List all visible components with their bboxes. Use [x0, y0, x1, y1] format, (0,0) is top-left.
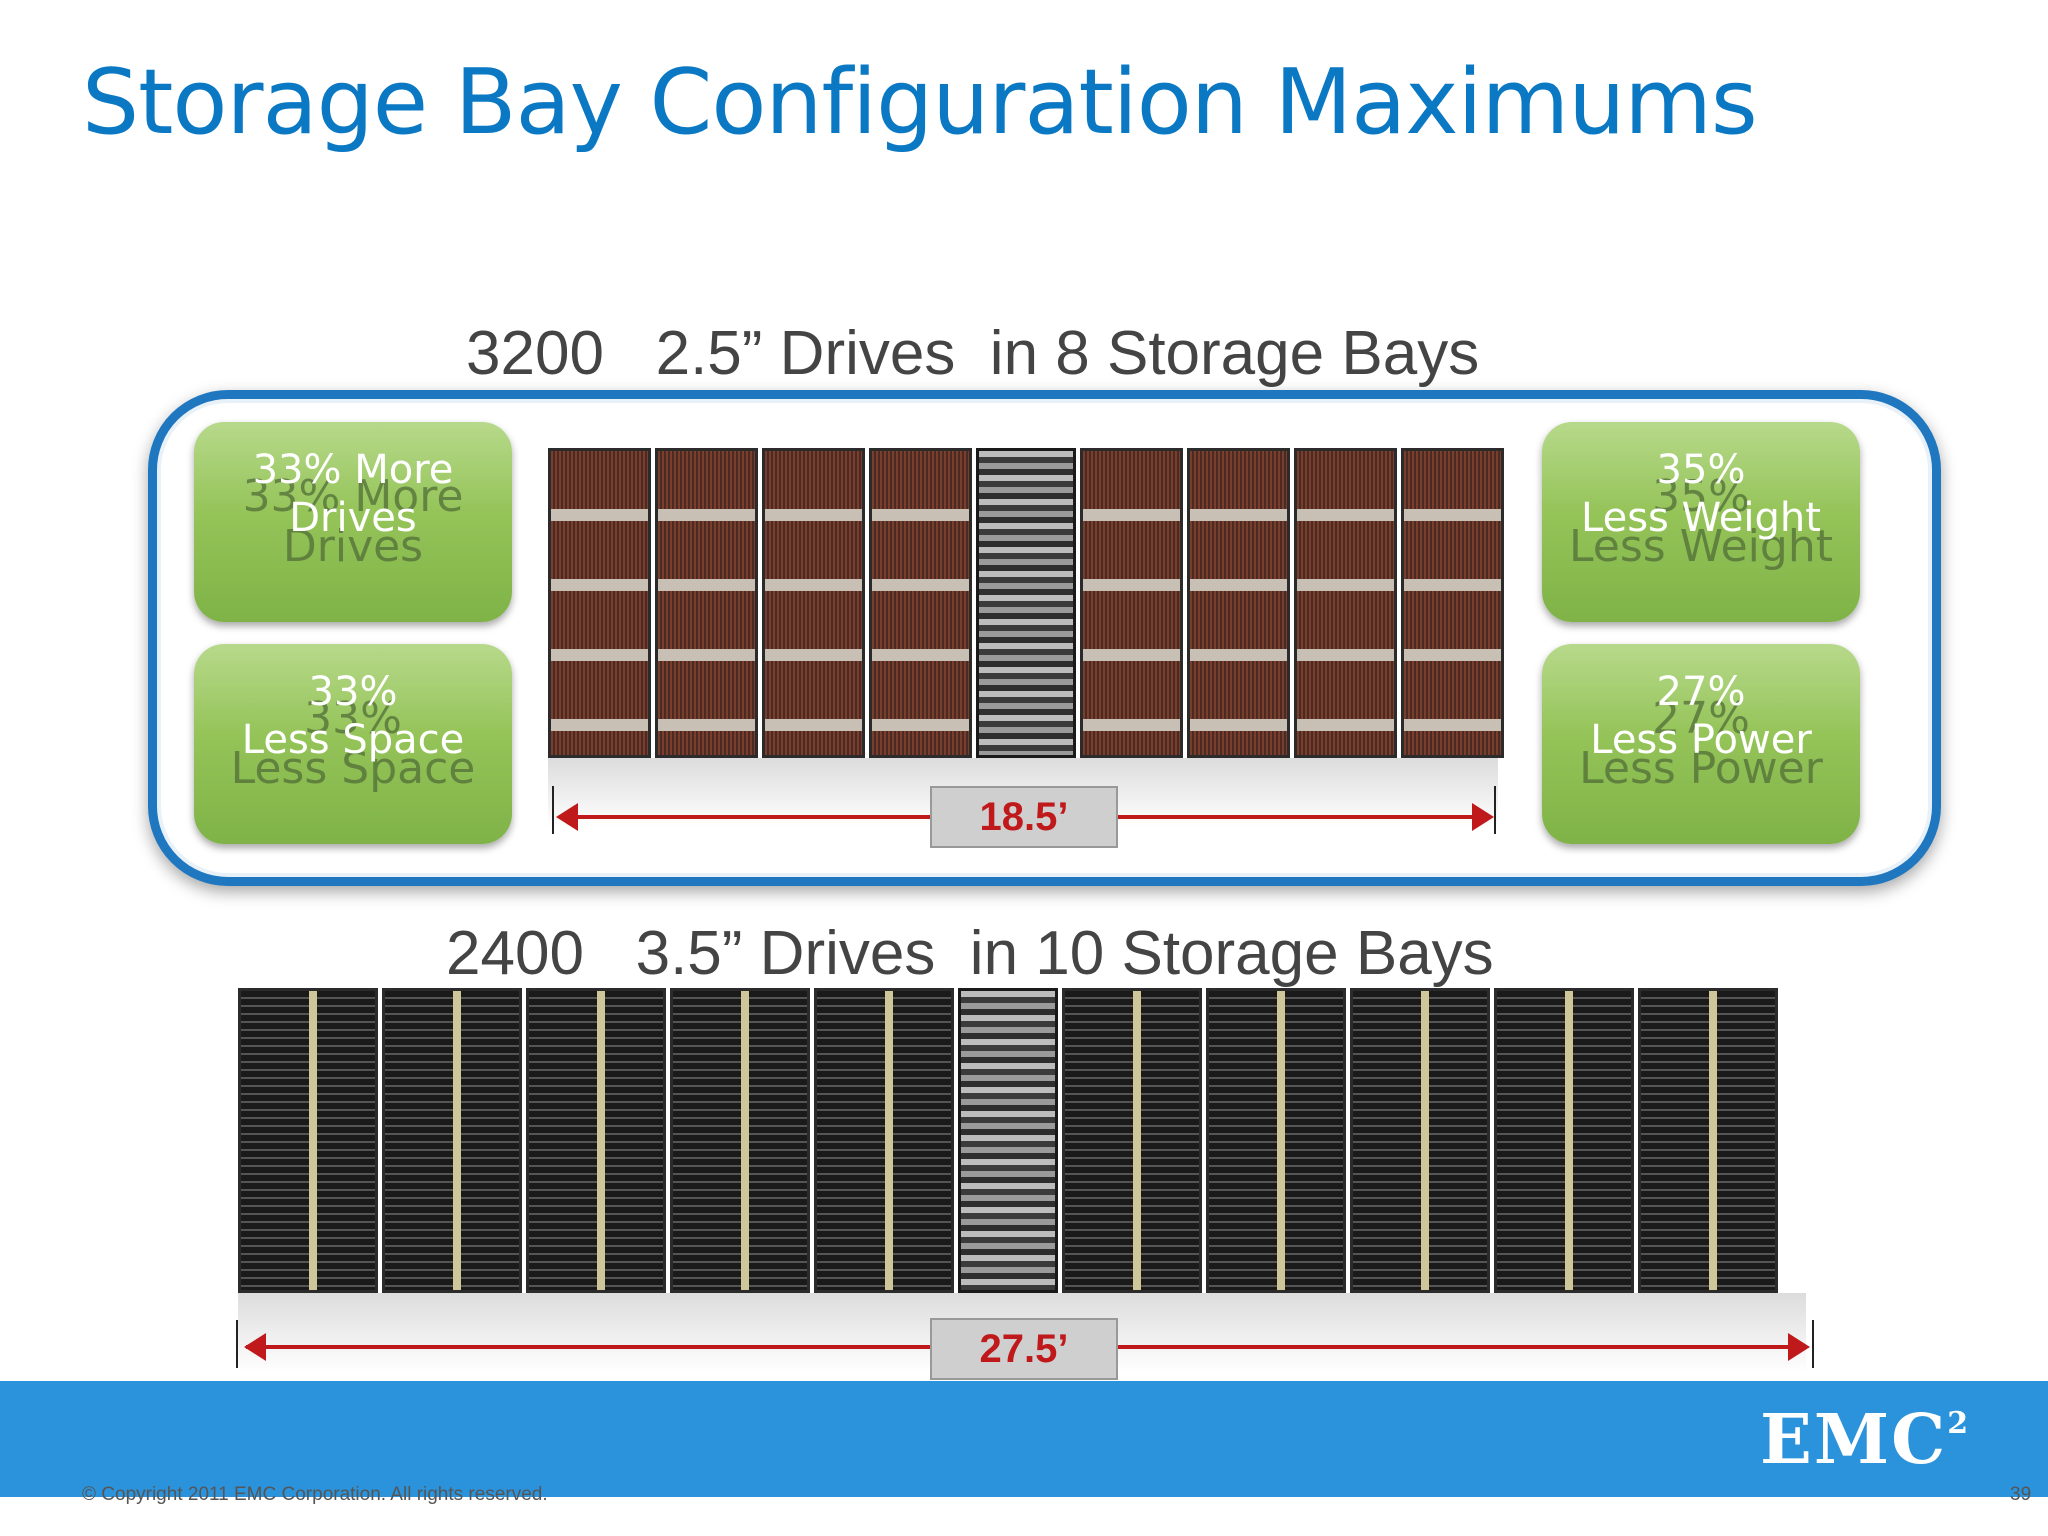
storage-bay [526, 988, 666, 1293]
storage-bay [1080, 448, 1183, 758]
storage-bay [1401, 448, 1504, 758]
storage-bay [1206, 988, 1346, 1293]
system-bay [958, 988, 1058, 1293]
emc-logo: EMC2 [1760, 1400, 1970, 1480]
footer-bar [0, 1381, 2048, 1497]
storage-bay [655, 448, 758, 758]
top-section-heading: 3200 2.5” Drives in 8 Storage Bays [466, 319, 1480, 388]
badge-less-power-shadow: 27% Less Power [1579, 693, 1823, 794]
badge-more-drives: 33% More Drives 33% More Drives [194, 422, 512, 622]
badge-less-power-text: 27% Less Power [1590, 669, 1812, 763]
badge-less-weight-text: 35% Less Weight [1581, 447, 1821, 541]
dimension-tick [552, 786, 554, 834]
arrow-head-left [244, 1333, 266, 1361]
storage-bay [670, 988, 810, 1293]
storage-bay [238, 988, 378, 1293]
logo-superscript: 2 [1947, 1406, 1971, 1442]
copyright-text: © Copyright 2011 EMC Corporation. All ri… [82, 1484, 548, 1505]
dimension-tick [236, 1320, 238, 1368]
arrow-head-right [1788, 1333, 1810, 1361]
slide-title: Storage Bay Configuration Maximums [82, 50, 1758, 155]
badge-less-weight-shadow: 35% Less Weight [1569, 471, 1833, 572]
top-width-label: 18.5’ [930, 786, 1118, 848]
badge-more-drives-text: 33% More Drives [252, 447, 454, 541]
storage-bay [1350, 988, 1490, 1293]
arrow-head-left [556, 803, 578, 831]
badge-less-space: 33% Less Space 33% Less Space [194, 644, 512, 844]
storage-bay [548, 448, 651, 758]
top-rack-image [548, 448, 1508, 828]
storage-bay [1638, 988, 1778, 1293]
badge-more-drives-shadow: 33% More Drives [242, 471, 464, 572]
bottom-section-heading: 2400 3.5” Drives in 10 Storage Bays [446, 919, 1494, 988]
bottom-rack-image [238, 988, 1806, 1373]
storage-bay [869, 448, 972, 758]
storage-bay [1294, 448, 1397, 758]
storage-bay [814, 988, 954, 1293]
bottom-width-label: 27.5’ [930, 1318, 1118, 1380]
storage-bay [1187, 448, 1290, 758]
badge-less-space-shadow: 33% Less Space [230, 693, 476, 794]
dimension-tick [1494, 786, 1496, 834]
badge-less-power: 27% Less Power 27% Less Power [1542, 644, 1860, 844]
system-bay [976, 448, 1076, 758]
page-number: 39 [2010, 1484, 2032, 1505]
storage-bay [1062, 988, 1202, 1293]
storage-bay [382, 988, 522, 1293]
dimension-tick [1812, 1320, 1814, 1368]
storage-bay [762, 448, 865, 758]
badge-less-space-text: 33% Less Space [241, 669, 465, 763]
badge-less-weight: 35% Less Weight 35% Less Weight [1542, 422, 1860, 622]
storage-bay [1494, 988, 1634, 1293]
logo-text: EMC [1760, 1400, 1948, 1480]
arrow-head-right [1472, 803, 1494, 831]
